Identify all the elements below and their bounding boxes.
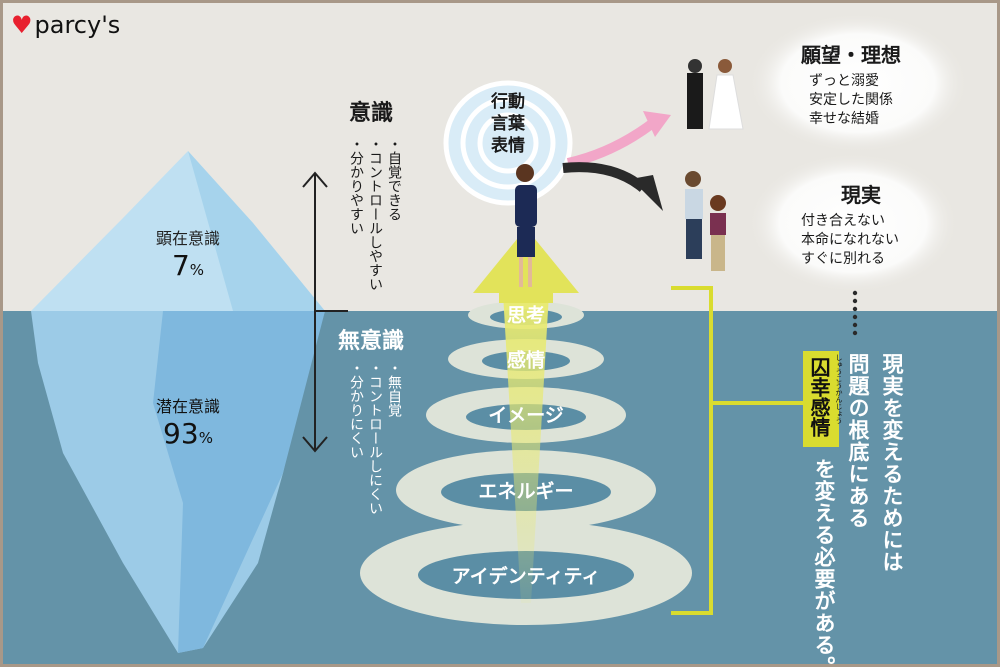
up-arrow [473,228,579,303]
point: ・分かりにくい [348,361,364,459]
level-image: イメージ [488,404,564,427]
conscious-title: 意識 [349,101,394,126]
message-line3: を変える必要がある。 [812,458,836,667]
hidden-consciousness: 潜在意識 93% [133,393,243,450]
keyword-ruby: しゅうこうかんじょう [835,354,843,424]
level-energy: エネルギー [478,480,574,503]
level-identity: アイデンティティ [451,565,601,588]
unconscious-title: 無意識 [338,329,405,354]
beam [503,293,549,603]
woman-figure [515,164,537,287]
visible-label: 顕在意識 [155,229,220,248]
cloud-reality [748,153,958,293]
ideal-line: 安定した関係 [809,92,893,108]
logo[interactable]: ♥ parcy's [11,11,120,39]
ideal-line: ずっと溺愛 [809,73,879,89]
target-rings [443,80,573,206]
percent-sign: % [189,261,205,279]
visible-consciousness: 顕在意識 7% [133,225,243,282]
point: ・分かりやすい [348,137,364,235]
reality-box: 現実 付き合えない 本命になれない すぐに別れる [801,179,921,269]
level-emotion: 感情 [506,349,546,372]
conscious-points: ・自覚できる・コントロールしやすい・分かりやすい [346,137,403,291]
percent-sign: % [198,429,213,447]
ideal-box: 願望・理想 ずっと溺愛 安定した関係 幸せな結婚 [801,39,901,129]
target-labels: 行動 言葉 表情 [488,91,528,157]
visible-percent: 7 [171,249,190,282]
point: ・自覚できる [386,137,402,221]
level-thought: 思考 [506,304,546,327]
couple-arguing [685,171,726,271]
keyword: 囚幸感情 [807,357,831,437]
reality-line: 付き合えない [801,213,885,229]
keyword-box: 囚幸感情 しゅうこうかんじょう [803,351,843,447]
bracket [671,286,713,615]
message-line2: 問題の根底にある [846,353,870,529]
cloud-ideal [748,13,968,153]
dark-arrow [562,162,647,192]
hidden-percent: 93 [163,417,199,450]
reality-line: 本命になれない [801,232,899,248]
ideal-line: 幸せな結婚 [809,111,879,127]
message-line1: 現実を変えるためには [880,353,904,573]
hidden-label: 潜在意識 [155,397,220,416]
heart-icon: ♥ [11,11,33,39]
point: ・コントロールしやすい [367,137,383,291]
couple-wedding [687,59,744,130]
pink-arrow [566,118,656,168]
target-label: 行動 [491,92,525,112]
unconscious-points: ・無自覚・コントロールしにくい・分かりにくい [346,361,403,515]
target-label: 表情 [491,136,525,156]
reality-title: 現実 [841,183,881,207]
point: ・無自覚 [386,361,402,417]
target-label: 言葉 [491,114,525,134]
reality-line: すぐに別れる [801,251,885,267]
ideal-title: 願望・理想 [801,43,901,67]
point: ・コントロールしにくい [367,361,383,515]
logo-text: parcy's [34,11,121,39]
